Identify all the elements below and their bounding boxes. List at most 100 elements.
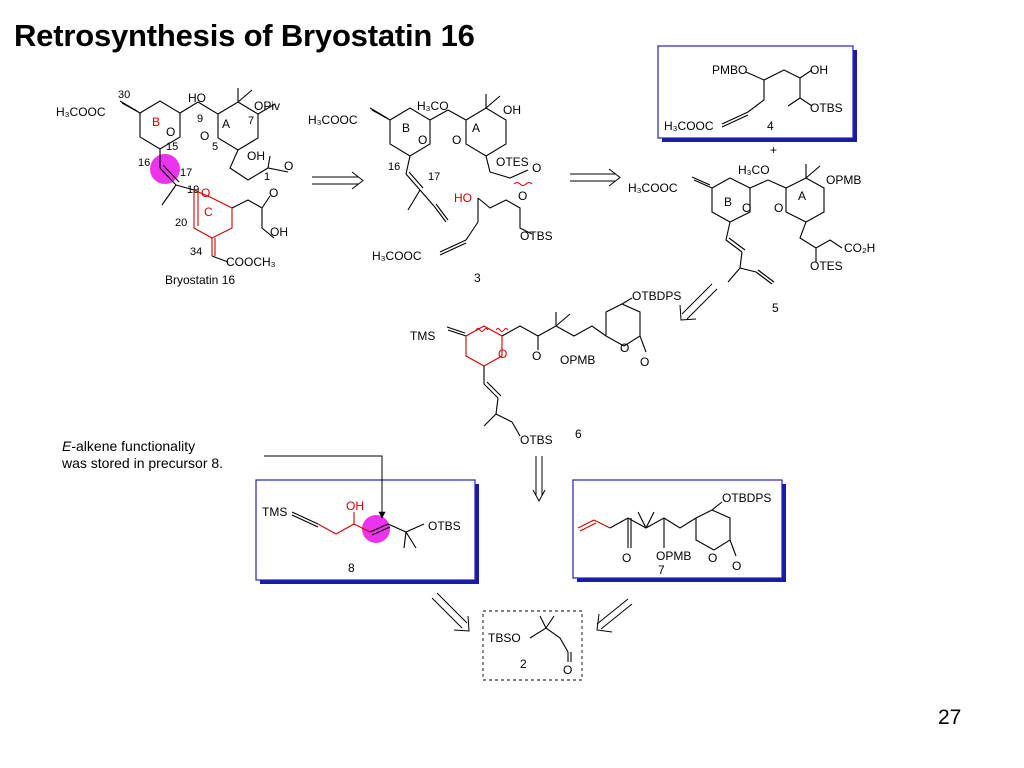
svg-text:C: C <box>204 205 213 219</box>
svg-text:OTBS: OTBS <box>520 229 553 243</box>
svg-text:9: 9 <box>197 113 203 125</box>
box-compound-2 <box>482 610 583 681</box>
svg-text:O: O <box>742 201 751 215</box>
svg-text:O: O <box>532 161 541 175</box>
slide-title: Retrosynthesis of Bryostatin 16 <box>14 18 475 53</box>
svg-text:B: B <box>402 121 410 135</box>
highlight-bryostatin-alkene <box>150 154 180 184</box>
structure-compound-5 <box>691 164 843 285</box>
structure-compound-8 <box>291 511 425 549</box>
svg-text:3: 3 <box>474 271 481 285</box>
svg-text:2: 2 <box>520 657 527 671</box>
svg-text:H₃COOC: H₃COOC <box>308 113 358 127</box>
svg-text:B: B <box>152 115 160 129</box>
svg-text:O: O <box>284 159 293 173</box>
svg-text:6: 6 <box>575 427 582 441</box>
svg-text:HO: HO <box>454 191 472 205</box>
svg-text:OH: OH <box>270 225 288 239</box>
svg-text:7: 7 <box>248 115 254 127</box>
structure-compound-2 <box>529 615 572 662</box>
svg-text:OTBDPS: OTBDPS <box>632 289 681 303</box>
svg-text:OH: OH <box>503 103 521 117</box>
svg-text:OH: OH <box>810 63 828 77</box>
svg-text:A: A <box>472 121 480 135</box>
callout-pointer <box>264 455 386 519</box>
svg-text:17: 17 <box>180 167 192 179</box>
svg-text:7: 7 <box>658 563 665 577</box>
svg-text:OTES: OTES <box>496 155 529 169</box>
svg-text:O: O <box>498 347 507 361</box>
svg-text:34: 34 <box>190 246 202 258</box>
svg-text:O: O <box>708 551 717 565</box>
box-compound-7 <box>572 479 786 582</box>
svg-text:H₃COOC: H₃COOC <box>372 249 422 263</box>
note-line-2: was stored in precursor 8. <box>62 455 224 471</box>
svg-text:O: O <box>732 559 741 573</box>
svg-text:H₃CO: H₃CO <box>417 99 449 113</box>
labels-compound-6: TMS OTBDPS O O OPMB O O OTBS 6 <box>410 289 681 447</box>
retro-arrow-3-to-4-5 <box>570 168 621 187</box>
svg-text:H₃COOC: H₃COOC <box>664 119 714 133</box>
svg-text:16: 16 <box>388 161 400 173</box>
slide-number: 27 <box>938 706 962 729</box>
svg-text:O: O <box>774 201 783 215</box>
labels-compound-2: TBSO O 2 <box>488 631 572 677</box>
structure-compound-4 <box>721 69 813 128</box>
svg-text:Bryostatin 16: Bryostatin 16 <box>165 273 235 287</box>
svg-text:OH: OH <box>346 499 364 513</box>
svg-text:8: 8 <box>348 561 355 575</box>
svg-text:O: O <box>518 189 527 203</box>
note-e-italic: E <box>62 438 72 454</box>
retro-arrow-bryostatin-to-3 <box>312 171 364 190</box>
svg-text:O: O <box>166 125 175 139</box>
structure-compound-6 <box>446 297 647 437</box>
svg-text:O: O <box>563 663 572 677</box>
svg-text:H₃COOC: H₃COOC <box>628 181 678 195</box>
svg-text:B: B <box>724 195 732 209</box>
svg-text:15: 15 <box>166 141 178 153</box>
svg-text:20: 20 <box>175 217 187 229</box>
disconnection-marks <box>475 182 533 332</box>
svg-text:TBSO: TBSO <box>488 631 521 645</box>
labels-bryostatin-16: H₃COOC HO OPiv O O OH O O O OH B A C COO… <box>56 89 293 287</box>
svg-text:1: 1 <box>264 171 270 183</box>
svg-text:19: 19 <box>187 184 199 196</box>
labels-compound-5: H₃COOC H₃CO OPMB O O B A CO₂H OTES 5 <box>628 163 875 315</box>
box-compound-4 <box>657 45 857 142</box>
retro-arrow-7-to-2 <box>596 598 633 633</box>
svg-text:H₃COOC: H₃COOC <box>56 105 106 119</box>
svg-text:5: 5 <box>212 141 218 153</box>
plus-sign: + <box>770 143 777 157</box>
svg-text:CO₂H: CO₂H <box>844 241 875 255</box>
retro-arrow-5-to-6 <box>679 283 718 321</box>
svg-text:5: 5 <box>772 301 779 315</box>
labels-compound-3: H₃COOC H₃CO OH O O B A OTES O O HO OTBS … <box>308 99 553 285</box>
retro-arrow-6-down <box>532 456 546 503</box>
svg-text:A: A <box>798 189 806 203</box>
svg-text:OTBS: OTBS <box>520 433 553 447</box>
svg-text:H₃CO: H₃CO <box>738 163 770 177</box>
labels-compound-4: PMBO OH OTBS H₃COOC 4 <box>664 63 843 133</box>
svg-text:O: O <box>418 133 427 147</box>
svg-text:O: O <box>452 133 461 147</box>
svg-text:OTBS: OTBS <box>428 519 461 533</box>
svg-text:17: 17 <box>428 171 440 183</box>
structure-compound-7 <box>577 501 737 557</box>
svg-text:HO: HO <box>188 91 206 105</box>
svg-text:O: O <box>201 186 210 200</box>
note-line-1: -alkene functionality <box>71 438 196 454</box>
svg-text:30: 30 <box>118 89 130 101</box>
svg-text:OH: OH <box>247 149 265 163</box>
retro-arrow-8-to-2 <box>431 592 470 632</box>
svg-text:OTBDPS: OTBDPS <box>722 491 771 505</box>
svg-text:PMBO: PMBO <box>712 63 747 77</box>
svg-text:O: O <box>532 349 541 363</box>
labels-compound-8: TMS OH OTBS 8 <box>262 499 461 575</box>
svg-text:O: O <box>620 341 629 355</box>
svg-text:OPMB: OPMB <box>826 173 861 187</box>
svg-text:A: A <box>222 117 230 131</box>
svg-text:16: 16 <box>138 157 150 169</box>
svg-text:O: O <box>269 186 278 200</box>
svg-text:OPMB: OPMB <box>656 549 691 563</box>
